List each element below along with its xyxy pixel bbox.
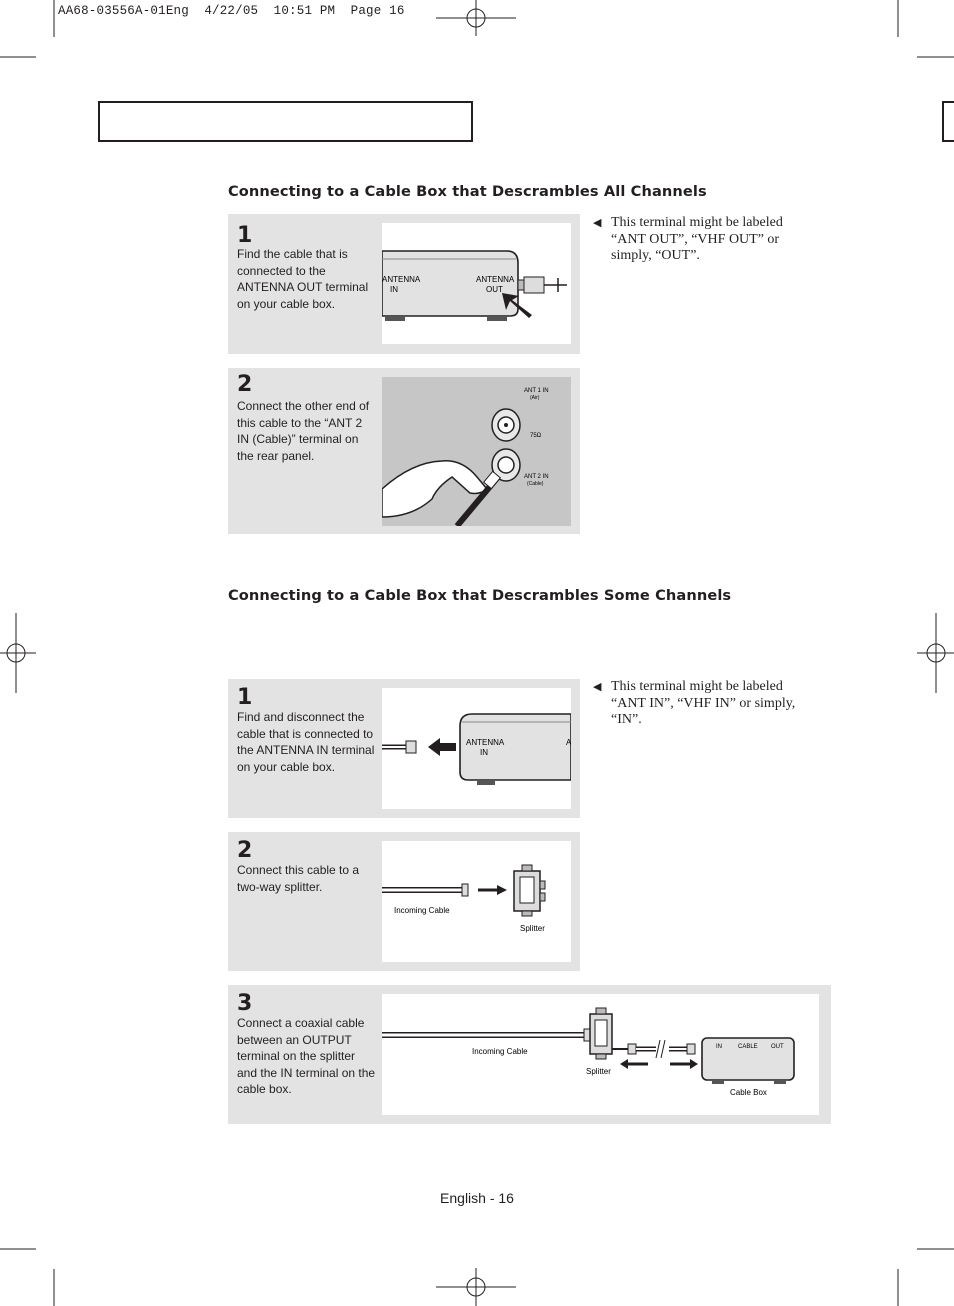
antenna-out-label: OUT bbox=[486, 285, 503, 294]
antenna-in-label: IN bbox=[390, 285, 398, 294]
section2-step2-panel: 2 Connect this cable to a two-way splitt… bbox=[228, 832, 580, 971]
box-in-label: IN bbox=[716, 1044, 722, 1050]
incoming-cable-label: Incoming Cable bbox=[472, 1047, 528, 1056]
cable-box-label: Cable Box bbox=[730, 1088, 767, 1097]
section2-step3-panel: 3 Connect a coaxial cable between an OUT… bbox=[228, 985, 831, 1124]
step-text: Find the cable that is connected to the … bbox=[237, 247, 369, 311]
incoming-cable-label: Incoming Cable bbox=[394, 906, 450, 915]
step-number: 2 bbox=[237, 372, 253, 397]
step-text: Connect this cable to a two-way splitter… bbox=[237, 863, 360, 894]
splitter-label: Splitter bbox=[586, 1067, 611, 1076]
antenna-out-label: ANTENNA bbox=[476, 275, 515, 284]
section2-step1-panel: 1 Find and disconnect the cable that is … bbox=[228, 679, 580, 818]
box-cable-label: CABLE bbox=[738, 1044, 758, 1050]
section1-step2-panel: 2 Connect the other end of this cable to… bbox=[228, 368, 580, 534]
impedance-label: 75Ω bbox=[530, 433, 542, 439]
ant1-label: ANT 1 IN bbox=[524, 388, 549, 394]
step-text: Find and disconnect the cable that is co… bbox=[237, 710, 375, 774]
splitter-label: Splitter bbox=[520, 924, 545, 933]
step-number: 3 bbox=[237, 991, 253, 1016]
ant1-label: (Air) bbox=[530, 395, 540, 401]
antenna-in-label: IN bbox=[480, 748, 488, 757]
ant2-label: (Cable) bbox=[527, 481, 544, 487]
splitter-illustration: Incoming Cable Splitter bbox=[382, 841, 571, 962]
antenna-in-label: ANTENNA bbox=[382, 275, 421, 284]
step-number: 1 bbox=[237, 223, 253, 248]
print-slug: AA68-03556A-01Eng 4/22/05 10:51 PM Page … bbox=[58, 4, 405, 18]
note-marker-icon: ◀ bbox=[593, 217, 602, 229]
chapter-title-box bbox=[98, 101, 473, 142]
note-text: This terminal might be labeled “ANT IN”,… bbox=[611, 679, 796, 727]
page-tab-marker bbox=[942, 101, 954, 142]
step-text: Connect the other end of this cable to t… bbox=[237, 399, 370, 463]
ant2-label: ANT 2 IN bbox=[524, 474, 549, 480]
section2-heading: Connecting to a Cable Box that Descrambl… bbox=[228, 587, 732, 604]
page-footer: English - 16 bbox=[440, 1190, 514, 1206]
box-out-label: OUT bbox=[771, 1044, 784, 1050]
cable-box-antenna-in-illustration: ANTENNA IN A bbox=[382, 688, 571, 809]
section2-note: ◀ This terminal might be labeled “ANT IN… bbox=[593, 679, 823, 731]
note-marker-icon: ◀ bbox=[593, 681, 602, 693]
section1-heading: Connecting to a Cable Box that Descrambl… bbox=[228, 183, 707, 200]
cable-box-antenna-out-illustration: ANTENNA IN ANTENNA OUT bbox=[382, 223, 571, 344]
antenna-edge-label: A bbox=[566, 738, 571, 747]
step-number: 2 bbox=[237, 838, 253, 863]
tv-rear-panel-illustration: ANT 1 IN (Air) 75Ω ANT 2 IN (Cable) bbox=[382, 377, 571, 526]
antenna-in-label: ANTENNA bbox=[466, 738, 505, 747]
section1-note: ◀ This terminal might be labeled “ANT OU… bbox=[593, 215, 823, 267]
splitter-to-cable-box-illustration: IN CABLE OUT Incoming Cable Splitter Cab… bbox=[382, 994, 819, 1115]
section1-step1-panel: 1 Find the cable that is connected to th… bbox=[228, 214, 580, 354]
note-text: This terminal might be labeled “ANT OUT”… bbox=[611, 215, 783, 263]
step-number: 1 bbox=[237, 685, 253, 710]
step-text: Connect a coaxial cable between an OUTPU… bbox=[237, 1016, 376, 1096]
